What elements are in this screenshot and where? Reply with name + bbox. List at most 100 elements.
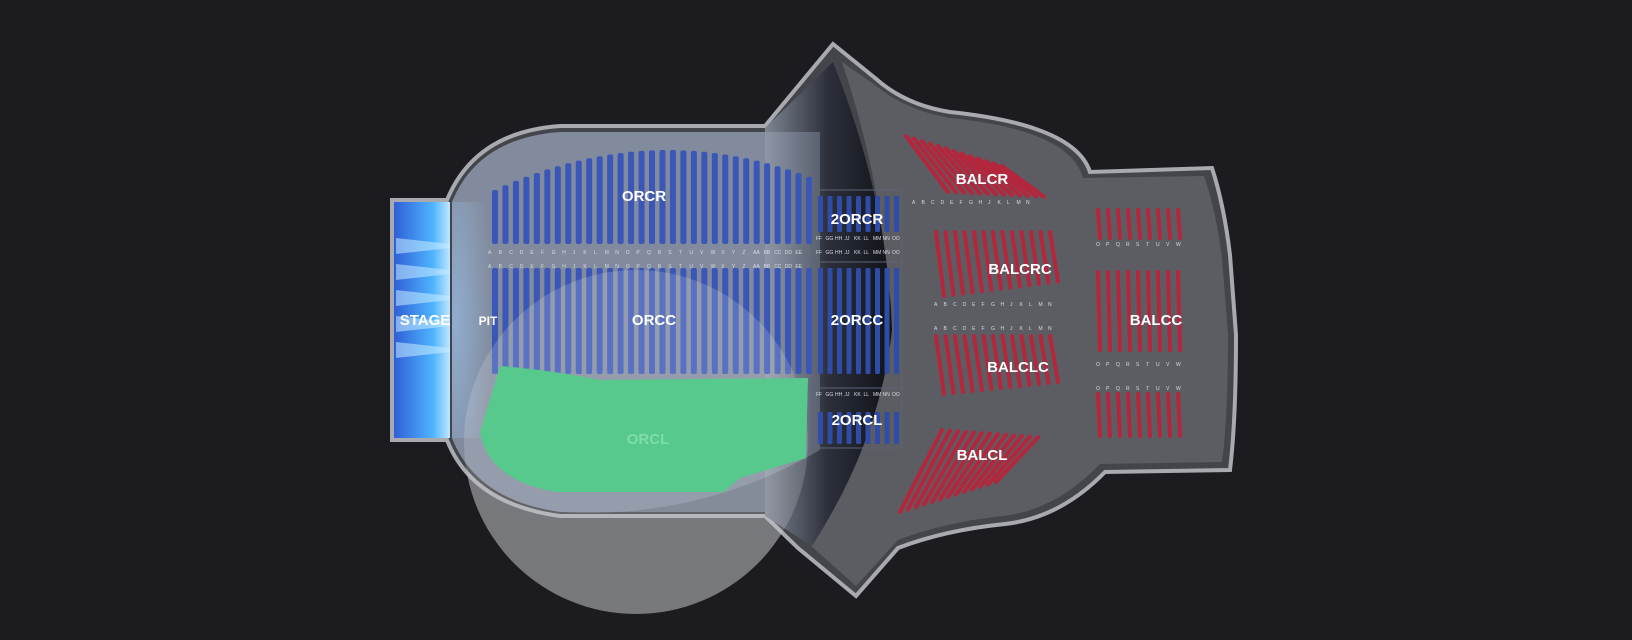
row-label-2orcc: MM <box>873 250 881 256</box>
row-label-orcr: O <box>626 250 630 256</box>
row-label-balc-bottom: T <box>1146 386 1149 392</box>
seat-row-balc-outer-bottom <box>1116 392 1122 438</box>
stage[interactable] <box>394 202 450 438</box>
seat-row-orcr <box>628 151 635 244</box>
section-2orcc-label[interactable]: 2ORCC <box>831 312 884 329</box>
seat-row-orcr <box>774 166 781 244</box>
seat-row-orcr <box>607 154 614 244</box>
stage-light-ray <box>396 316 450 332</box>
row-label-balcrc: M <box>1039 302 1043 308</box>
section-orcr-label[interactable]: ORCR <box>622 188 666 205</box>
seat-row-balcr <box>984 159 1030 198</box>
stage-light-ray <box>396 342 450 358</box>
row-label-balcc: O <box>1096 362 1100 368</box>
row-label-orcc: B <box>499 264 503 270</box>
seat-row-balcc <box>1116 270 1122 352</box>
seat-row-balcrc <box>1038 230 1051 285</box>
seat-row-orcr <box>764 163 771 244</box>
seat-row-balcrc <box>1019 230 1032 288</box>
row-label-balcc: S <box>1136 362 1140 368</box>
row-label-2orcc: NN <box>883 250 891 256</box>
row-label-balcrc: J <box>1010 302 1013 308</box>
section-2orcr-label[interactable]: 2ORCR <box>831 211 884 228</box>
row-label-balcrc: G <box>991 302 995 308</box>
row-label-balc-top: U <box>1156 242 1160 248</box>
row-label-orcr: X <box>721 250 725 256</box>
seat-row-orcc <box>533 268 540 374</box>
section-balcr-label[interactable]: BALCR <box>956 171 1009 188</box>
row-label-orcr: A <box>488 250 492 256</box>
seat-row-balclc <box>1029 334 1041 386</box>
row-label-balcc: U <box>1156 362 1160 368</box>
seat-row-orcc <box>795 268 802 374</box>
seat-row-orcr <box>544 169 551 244</box>
row-label-orcr: C <box>509 250 513 256</box>
seat-row-2orcc <box>846 268 852 374</box>
row-label-balcrc: F <box>982 302 985 308</box>
seat-row-orcr <box>565 163 572 244</box>
section-2orcl-label[interactable]: 2ORCL <box>832 412 883 429</box>
balcony-seats <box>898 134 1182 514</box>
seat-row-balclc <box>934 334 946 396</box>
row-label-orcc: W <box>711 264 716 270</box>
seat-row-balcc <box>1136 270 1142 352</box>
row-label-balc-bottom: R <box>1126 386 1130 392</box>
row-label-balcc: R <box>1126 362 1130 368</box>
row-label-orcc: CC <box>774 264 782 270</box>
section-balcc-label[interactable]: BALCC <box>1130 312 1183 329</box>
row-label-orcr: G <box>552 250 556 256</box>
row-label-orcc: U <box>689 264 693 270</box>
row-label-2orcc: JJ <box>845 250 851 256</box>
seat-row-balclc <box>962 334 975 393</box>
row-label-orcr: D <box>520 250 524 256</box>
seat-row-orcr <box>586 158 593 244</box>
row-label-2orcr: NN <box>883 236 891 242</box>
seat-row-balcrc <box>1010 230 1022 289</box>
seat-row-balc-outer-top <box>1166 208 1172 240</box>
seat-row-balcr <box>992 161 1038 199</box>
row-label-orcr: Z <box>742 250 745 256</box>
row-label-2orcc: GG <box>826 250 834 256</box>
row-label-orcr: R <box>658 250 662 256</box>
row-label-orcc: F <box>541 264 544 270</box>
row-label-orcr: J <box>573 250 576 256</box>
row-label-balc-bottom: S <box>1136 386 1140 392</box>
row-label-balclc: K <box>1020 326 1024 332</box>
section-balcl-label[interactable]: BALCL <box>957 447 1008 464</box>
section-balclc-label[interactable]: BALCLC <box>987 359 1049 376</box>
seat-row-balc-outer-bottom <box>1096 392 1102 438</box>
row-label-orcr: AA <box>753 250 760 256</box>
section-2orcl-box[interactable] <box>811 387 903 449</box>
row-label-balc-top: O <box>1096 242 1100 248</box>
row-label-orcr: M <box>605 250 609 256</box>
row-label-balcr: B <box>922 200 926 206</box>
seat-row-balcl <box>914 429 960 509</box>
seat-row-balcc <box>1106 270 1112 352</box>
row-label-orcc: AA <box>753 264 760 270</box>
section-orcc-label[interactable]: ORCC <box>632 312 676 329</box>
seat-row-orcr <box>575 160 582 244</box>
row-label-balclc: H <box>1001 326 1005 332</box>
row-label-balc-top: P <box>1106 242 1110 248</box>
seat-row-balcl <box>978 434 1024 489</box>
seat-row-orcr <box>649 150 655 244</box>
stage-light-ray <box>396 264 450 280</box>
row-label-2orcl: HH <box>835 392 843 398</box>
row-label-orcc: N <box>615 264 619 270</box>
section-balcrc-label[interactable]: BALCRC <box>988 261 1051 278</box>
seat-row-2orcl <box>884 412 890 444</box>
row-label-2orcr: JJ <box>845 236 851 242</box>
seat-row-2orcc <box>856 268 861 374</box>
orchestra2-seats <box>818 196 899 444</box>
seat-row-orcc <box>565 268 572 374</box>
seat-row-orcc <box>732 268 739 374</box>
seat-row-balclc <box>1010 334 1022 388</box>
seat-row-orcc <box>607 268 614 374</box>
seat-row-2orcl <box>894 412 899 444</box>
row-label-2orcr: LL <box>864 236 870 242</box>
row-label-orcc: V <box>700 264 704 270</box>
section-orcl-selected[interactable] <box>480 366 808 492</box>
orchestra-seats <box>492 150 812 374</box>
seat-row-balcr <box>944 146 990 196</box>
section-orcl-label[interactable]: ORCL <box>627 431 670 448</box>
